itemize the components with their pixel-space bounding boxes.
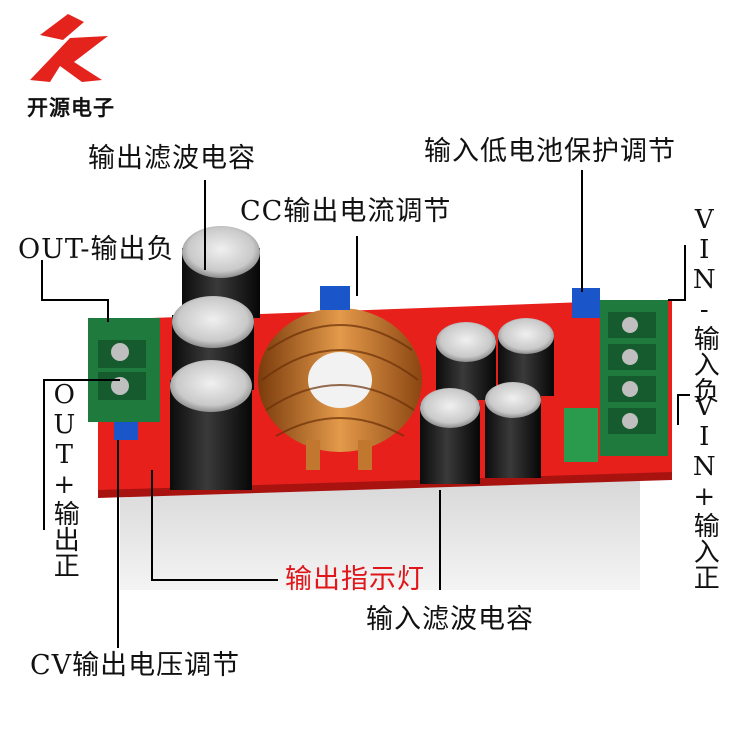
label-input-low-battery-protection: 输入低电池保护调节: [424, 136, 676, 167]
output-terminal-block: [88, 318, 160, 422]
input-connector: [564, 408, 598, 462]
brand-logo-icon: [30, 14, 108, 82]
label-cv-output-voltage: CV输出电压调节: [30, 650, 241, 681]
label-output-filter-capacitor: 输出滤波电容: [88, 143, 256, 174]
label-output-indicator: 输出指示灯: [285, 564, 425, 595]
input-capacitors: [420, 318, 554, 484]
label-vin-positive: VIN+输入正: [689, 392, 720, 590]
input-terminal-block: [600, 300, 668, 456]
label-input-filter-capacitor: 输入滤波电容: [366, 604, 534, 635]
label-vin-negative: VIN-输入负: [689, 205, 720, 403]
label-cc-output-current: CC输出电流调节: [240, 196, 452, 227]
brand-name: 开源电子: [27, 96, 115, 120]
label-out-positive: OUT+输出正: [49, 380, 80, 578]
output-capacitors: [170, 226, 260, 490]
heatsink: [120, 480, 640, 590]
label-out-negative: OUT-输出负: [18, 234, 175, 265]
toroid-inductor: [258, 308, 422, 470]
battery-protect-potentiometer: [572, 288, 600, 318]
cc-potentiometer: [320, 286, 350, 310]
leader-lines: [41, 170, 690, 648]
